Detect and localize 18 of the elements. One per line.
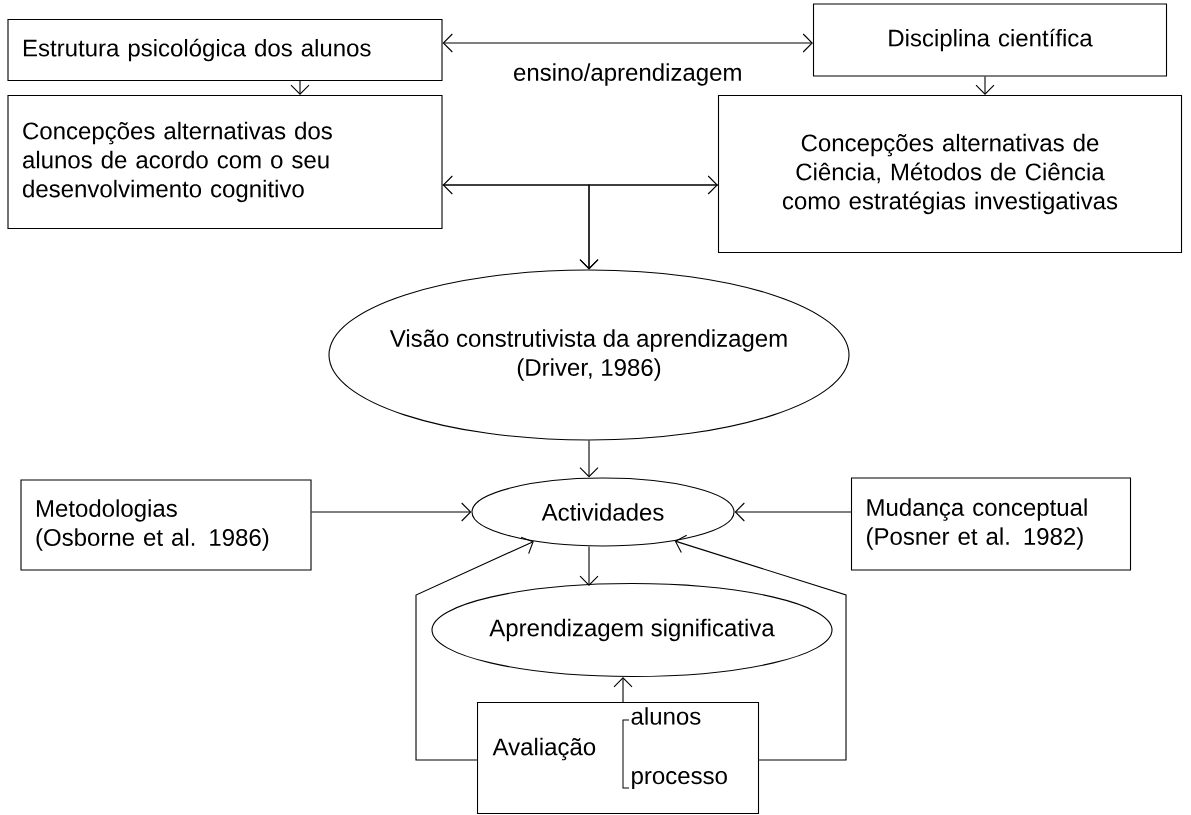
arrow	[674, 534, 847, 761]
arrow	[579, 546, 599, 586]
arrow	[579, 440, 599, 478]
text-box: Mudança conceptual (Posner et al. 1982)	[850, 477, 1132, 571]
text-box: Concepções alternativas dos alunos de acordo com o seu desenvolvimento cognitivo	[7, 94, 443, 230]
arrow	[613, 677, 633, 703]
text-box: Estrutura psicológica dos alunos	[7, 18, 443, 82]
arrow	[734, 502, 852, 522]
evaluation-box: Avaliação alunos processo	[476, 701, 760, 815]
arrow	[442, 33, 813, 53]
text-box: Disciplina científica	[812, 3, 1168, 77]
text-box: Concepções alternativas de Ciência, Métodos de Ciência como estratégias investigativas	[717, 94, 1183, 254]
arrow	[442, 175, 718, 195]
arrow	[579, 184, 719, 270]
arrow	[415, 536, 534, 761]
text-box: Metodologias (Osborne et al. 1986)	[20, 479, 312, 571]
edge-label: ensino/aprendizagem	[511, 61, 745, 88]
arrow	[311, 502, 472, 522]
